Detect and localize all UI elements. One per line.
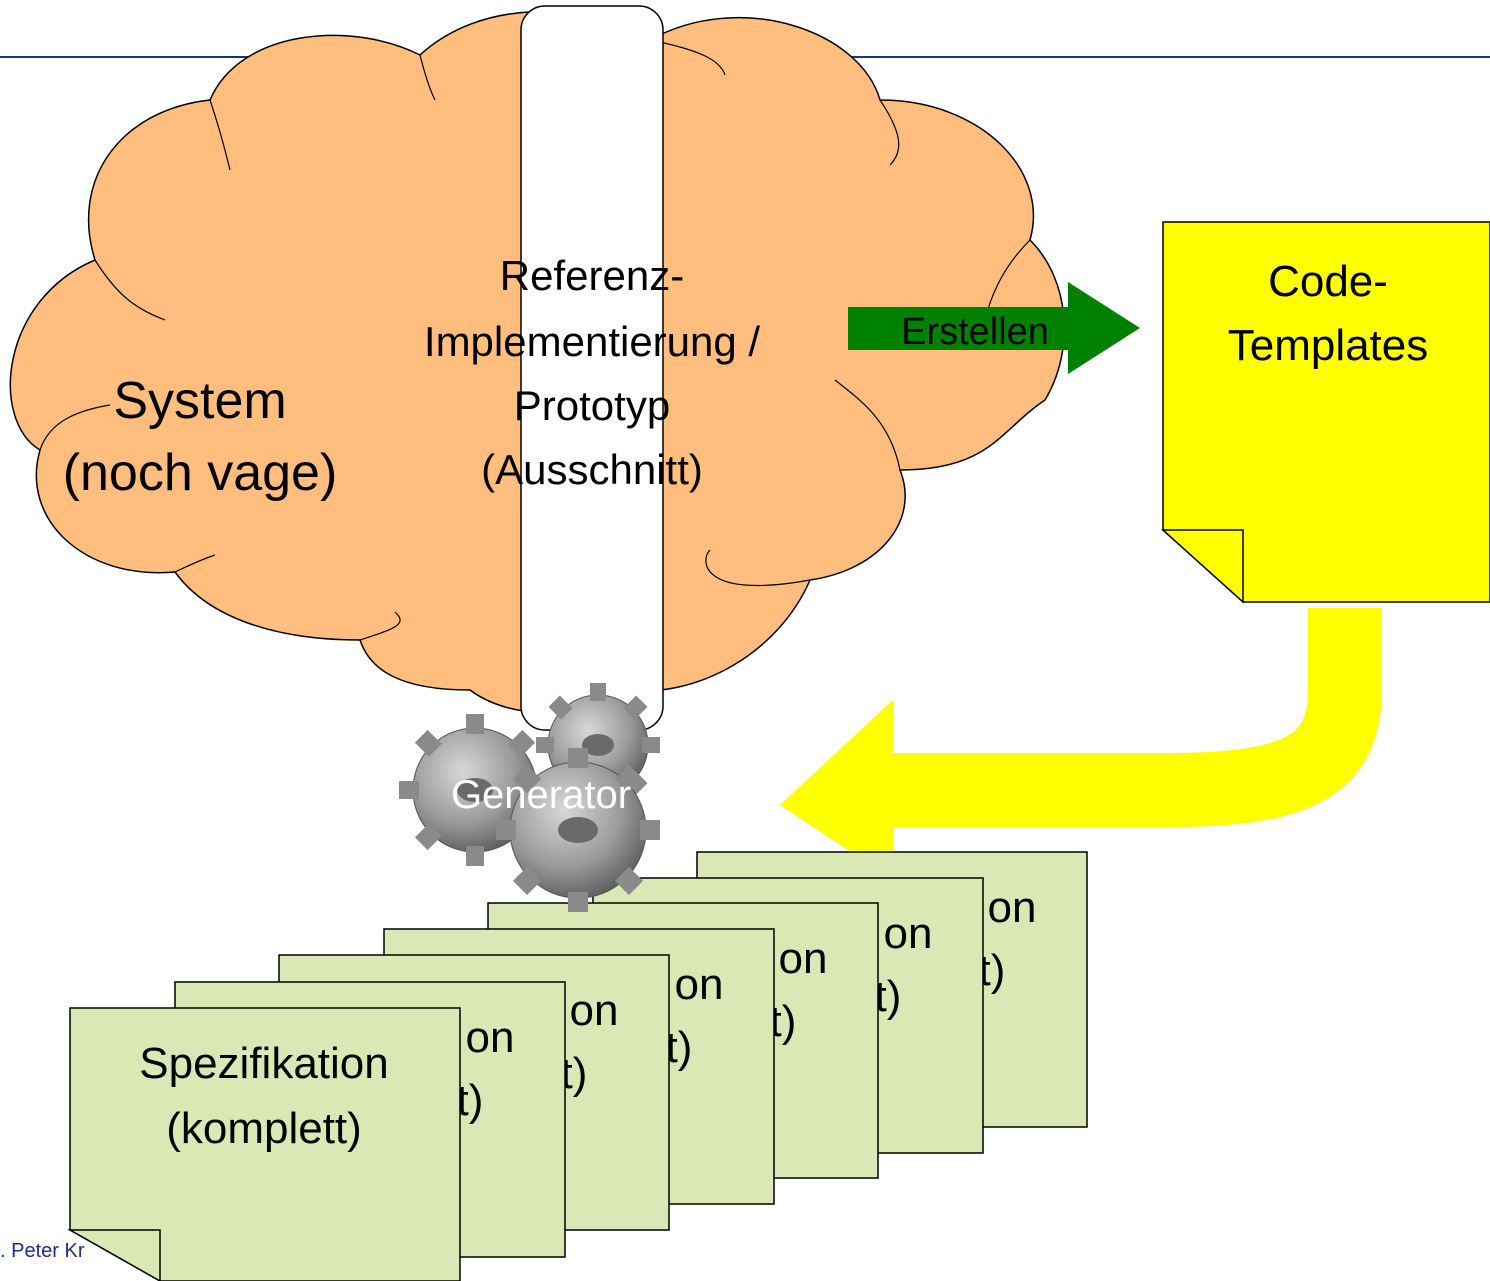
spec-back-6-line-1: on [988,883,1037,932]
spec-back-1-line-1: on [466,1013,515,1062]
spec-back-3-line-2: t) [666,1023,693,1072]
reference-line-3: Prototyp [514,382,670,429]
templates-line-2: Templates [1228,321,1429,370]
cloud-subtitle: (noch vage) [63,444,338,502]
generator-gears-icon [399,683,660,912]
spec-sheet-front: Spezifikation (komplett) [67,1007,461,1281]
reference-tube [520,5,664,731]
cloud-title: System [113,372,286,430]
code-templates-note [1161,221,1490,604]
create-arrow [848,282,1140,374]
reference-line-4: (Ausschnitt) [481,446,703,493]
spec-stack: on t) on t) on t) on t) on t) on t) [67,851,1088,1281]
spec-back-1-line-2: t) [457,1076,484,1125]
spec-front-line-2: (komplett) [166,1104,362,1153]
reference-line-1: Referenz- [500,252,684,299]
spec-back-5-line-1: on [884,909,933,958]
flow-arrow-shaft [890,608,1382,827]
spec-front-line-1: Spezifikation [139,1039,388,1088]
generator-label: Generator [451,773,631,817]
create-arrow-label: Erstellen [901,311,1049,353]
footer-author: . Peter Kr [0,1240,85,1262]
spec-back-4-line-1: on [779,934,828,983]
reference-line-2: Implementierung / [424,318,760,365]
flow-arrow-head [780,700,893,880]
spec-back-5-line-2: t) [875,972,902,1021]
spec-back-2-line-1: on [570,986,619,1035]
templates-line-1: Code- [1268,257,1388,306]
spec-back-3-line-1: on [675,960,724,1009]
